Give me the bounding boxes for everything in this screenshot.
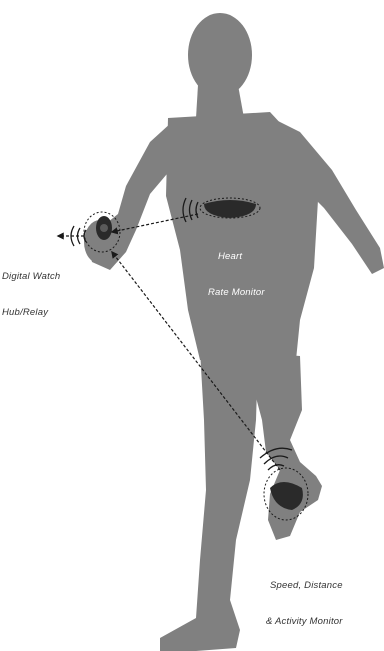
runner-head — [188, 13, 252, 97]
runner-back-leg — [246, 352, 322, 540]
heart-rate-label-line1: Heart — [208, 251, 318, 263]
watch-label-line1: Digital Watch — [2, 271, 92, 283]
watch-dial — [100, 224, 108, 232]
heart-rate-label: Heart Rate Monitor — [208, 227, 318, 311]
speed-label-line1: Speed, Distance — [266, 580, 378, 592]
runner-standing-leg — [160, 350, 258, 651]
watch-label-line2: Hub/Relay — [2, 307, 92, 319]
runner-neck — [196, 85, 244, 118]
speed-label-line2: & Activity Monitor — [266, 616, 378, 628]
heart-rate-label-line2: Rate Monitor — [208, 287, 318, 299]
watch-label: Digital Watch Hub/Relay — [2, 247, 92, 331]
speed-distance-label: Speed, Distance & Activity Monitor — [266, 556, 378, 640]
